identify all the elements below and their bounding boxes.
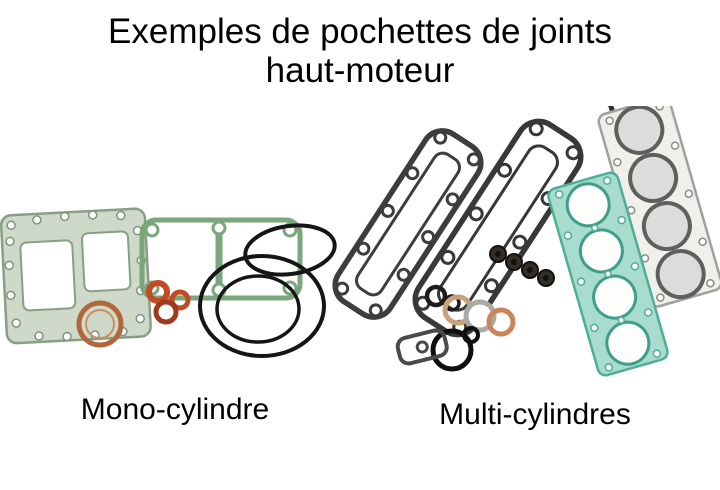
stamped-base-gasket [0,207,152,345]
black-o-rings [198,223,337,358]
small-plate-gasket [395,328,449,366]
label-mono-cylindre: Mono-cylindre [80,393,270,426]
title-line-1: Exemples de pochettes de joints [108,12,612,51]
metal-head-gasket-gray [597,106,720,308]
title-line-2: haut-moteur [265,51,455,90]
small-o-ring-pair [430,326,480,372]
copper-ring [76,300,124,348]
label-multi-cylindres: Multi-cylindres [439,398,631,431]
washers-cluster [424,284,516,337]
valve-stem-seals [489,245,555,287]
mono-cylinder-gasket-kit-photo [0,207,337,358]
multi-cylinder-gasket-kit-photo [332,106,720,377]
head-gasket-teal [547,171,669,377]
valve-cover-gasket-1 [332,128,484,320]
red-grommets [146,280,191,325]
